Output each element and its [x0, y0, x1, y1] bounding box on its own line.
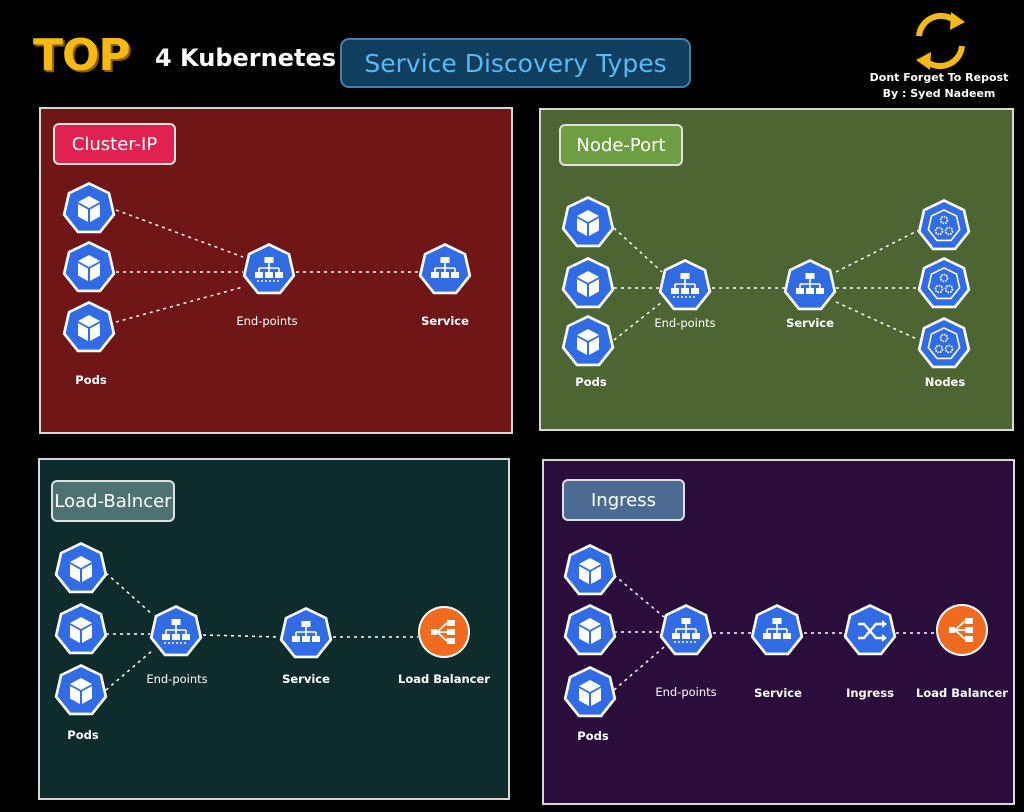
pod-cube-icon: [63, 182, 116, 233]
connector-lines: [105, 209, 938, 691]
label-service: Service: [786, 316, 834, 330]
label-pods: Pods: [67, 728, 99, 742]
pod-cube-icon: [564, 544, 617, 595]
endpoints-hierarchy-icon: [243, 243, 296, 294]
label-ingress: Ingress: [846, 686, 894, 700]
pod-cube-icon: [562, 196, 615, 247]
label-service: Service: [282, 672, 330, 686]
credit-repost: Dont Forget To Repost: [869, 71, 1009, 84]
label-nodes: Nodes: [925, 375, 966, 389]
credit-text: Dont Forget To Repost By : Syed Nadeem: [864, 70, 1014, 102]
label-pods: Pods: [575, 375, 607, 389]
ingress-shuffle-icon: [844, 604, 897, 655]
pod-cube-icon: [63, 241, 116, 292]
pod-cube-icon: [55, 542, 108, 593]
pod-cube-icon: [55, 664, 108, 715]
label-load-balancer: Load Balancer: [916, 686, 1008, 700]
load-balancer-icon: [417, 605, 471, 659]
endpoints-hierarchy-icon: [659, 259, 712, 310]
endpoints-hierarchy-icon: [660, 604, 713, 655]
label-endpoints: End-points: [655, 685, 716, 699]
service-hierarchy-icon: [280, 607, 333, 658]
pod-cube-icon: [562, 315, 615, 366]
label-endpoints: End-points: [236, 314, 297, 328]
label-load-balancer: Load Balancer: [398, 672, 490, 686]
title-subtitle: 4 Kubernetes: [155, 44, 337, 72]
repost-arrows-icon: [916, 12, 965, 70]
label-service: Service: [754, 686, 802, 700]
node-gear-icon: [918, 199, 971, 250]
badge-load-balancer: Load-Balncer: [51, 480, 175, 522]
service-hierarchy-icon: [784, 259, 837, 310]
service-hierarchy-icon: [751, 604, 804, 655]
badge-node-port: Node-Port: [559, 124, 683, 166]
credit-author: By : Syed Nadeem: [882, 87, 996, 100]
label-pods: Pods: [75, 373, 107, 387]
badge-cluster-ip: Cluster-IP: [53, 123, 176, 165]
title-top-word: TOP: [33, 30, 131, 81]
load-balancer-icon: [935, 603, 989, 657]
pod-cube-icon: [562, 257, 615, 308]
badge-ingress: Ingress: [562, 479, 685, 521]
endpoints-hierarchy-icon: [150, 605, 203, 656]
pod-cube-icon: [63, 301, 116, 352]
pod-cube-icon: [564, 604, 617, 655]
label-endpoints: End-points: [146, 672, 207, 686]
label-service: Service: [421, 314, 469, 328]
pod-cube-icon: [564, 666, 617, 717]
label-pods: Pods: [577, 729, 609, 743]
service-hierarchy-icon: [419, 243, 472, 294]
label-endpoints: End-points: [654, 316, 715, 330]
title-badge: Service Discovery Types: [340, 38, 691, 88]
node-gear-icon: [918, 317, 971, 368]
node-gear-icon: [918, 257, 971, 308]
pod-cube-icon: [55, 603, 108, 654]
